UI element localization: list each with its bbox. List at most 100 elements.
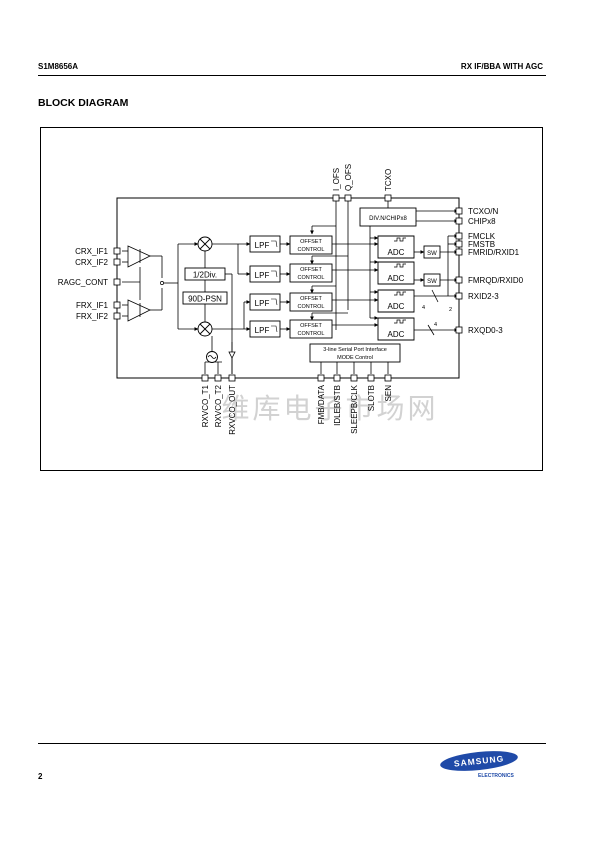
- bus-width-rxid: 4: [422, 305, 425, 311]
- label-tcxo: TCXO: [384, 169, 393, 191]
- lpf-label-3: LPF: [255, 299, 270, 308]
- lpf-label-4: LPF: [255, 326, 270, 335]
- divn-block: [359, 207, 417, 227]
- page-number: 2: [38, 772, 43, 781]
- label-q-ofs: Q_OFS: [344, 164, 353, 191]
- adc-block-3: ADC: [377, 289, 415, 313]
- adc-label-4: ADC: [388, 330, 405, 339]
- label-idleb-stb: IDLEB/STB: [333, 385, 342, 426]
- pin-q-ofs: [344, 194, 352, 202]
- offset-label-3b: CONTROL: [298, 304, 325, 310]
- bus-width-rxqd: 4: [434, 322, 437, 328]
- psn-label: 90D-PSN: [188, 295, 222, 304]
- header-rule: [38, 75, 546, 76]
- adc-block-2: ADC: [377, 261, 415, 285]
- label-fmstb: FMSTB: [468, 240, 495, 249]
- label-i-ofs: I_OFS: [332, 168, 341, 191]
- vco-icon: [206, 351, 218, 363]
- pin-frx-if1: [113, 301, 121, 309]
- label-crx-if1: CRX_IF1: [75, 247, 108, 256]
- offset-label-1b: CONTROL: [298, 247, 325, 253]
- bus-width-2: 2: [449, 307, 452, 313]
- spi-block: [309, 343, 401, 363]
- lpf-block-4: LPF: [249, 320, 281, 338]
- pin-rxvco-t1: [201, 374, 209, 382]
- label-rxvco-t2: RXVCO_T2: [214, 384, 223, 427]
- label-fmrqd-rxid0: FMRQD/RXID0: [468, 276, 524, 285]
- label-frx-if2: FRX_IF2: [76, 312, 109, 321]
- header-doc-title: RX IF/BBA WITH AGC: [460, 62, 543, 71]
- adc-label-2: ADC: [388, 274, 405, 283]
- offset-label-1a: OFFSET: [300, 239, 322, 245]
- samsung-logo: SAMSUNG ELECTRONICS: [439, 747, 550, 784]
- offset-label-2b: CONTROL: [298, 275, 325, 281]
- frx-input-buffer: [127, 299, 151, 322]
- pin-fmrqd: [455, 276, 463, 284]
- lpf-label-2: LPF: [255, 271, 270, 280]
- logo-text: SAMSUNG: [439, 747, 519, 775]
- sw-block-1: [423, 245, 441, 259]
- pin-crx-if1: [113, 247, 121, 255]
- header-part-number: S1M8656A: [38, 62, 79, 71]
- label-sen: SEN: [384, 385, 393, 402]
- pin-tcxo: [384, 194, 392, 202]
- mixer-q-icon: [197, 321, 213, 337]
- offset-control-block-3: OFFSET CONTROL: [289, 292, 333, 312]
- pin-rxvco-t2: [214, 374, 222, 382]
- offset-label-4b: CONTROL: [298, 331, 325, 337]
- pin-rxvco-out: [228, 374, 236, 382]
- label-fmclk: FMCLK: [468, 232, 496, 241]
- psn-block: [182, 291, 228, 305]
- label-slotb: SLOTB: [367, 385, 376, 411]
- label-rxqd0-3: RXQD0-3: [468, 326, 503, 335]
- label-sleepb-clk: SLEEPB/CLK: [350, 384, 359, 434]
- offset-label-4a: OFFSET: [300, 323, 322, 329]
- mixer-i-icon: [197, 236, 213, 252]
- pin-fmstb: [455, 240, 463, 248]
- section-title: BLOCK DIAGRAM: [38, 97, 129, 109]
- adc-label-1: ADC: [388, 248, 405, 257]
- label-crx-if2: CRX_IF2: [75, 258, 108, 267]
- sw-block-2: [423, 273, 441, 287]
- logo-subtext: ELECTRONICS: [478, 773, 514, 779]
- block-diagram-frame: [40, 127, 543, 471]
- pin-sleepb-clk: [350, 374, 358, 382]
- sw-label-2: SW: [427, 279, 437, 285]
- pin-idleb-stb: [333, 374, 341, 382]
- label-rxvco-t1: RXVCO_T1: [201, 384, 210, 427]
- footer-rule: [38, 743, 546, 744]
- pin-fmb-data: [317, 374, 325, 382]
- pin-crx-if2: [113, 258, 121, 266]
- pin-fmclk: [455, 232, 463, 240]
- crx-input-buffer: [127, 245, 151, 268]
- pin-slotb: [367, 374, 375, 382]
- spi-label-2: MODE Control: [337, 355, 373, 361]
- adc-label-3: ADC: [388, 302, 405, 311]
- offset-control-block-4: OFFSET CONTROL: [289, 319, 333, 339]
- spi-label-1: 3-line Serial Port Interface: [323, 347, 387, 353]
- chip-outline: [116, 197, 460, 379]
- label-rxid2-3: RXID2-3: [468, 292, 499, 301]
- adc-block-4: ADC: [377, 317, 415, 341]
- label-frx-if1: FRX_IF1: [76, 301, 109, 310]
- label-tcxo-n: TCXO/N: [468, 207, 498, 216]
- pin-rxqd0-3: [455, 326, 463, 334]
- label-ragc-cont: RAGC_CONT: [58, 278, 108, 287]
- offset-label-2a: OFFSET: [300, 267, 322, 273]
- half-divider-label: 1/2Div.: [193, 271, 217, 280]
- pin-fmrid: [455, 248, 463, 256]
- lpf-block-3: LPF: [249, 293, 281, 311]
- pin-chipx8: [455, 217, 463, 225]
- label-chipx8: CHIPx8: [468, 217, 496, 226]
- lpf-block-2: LPF: [249, 265, 281, 283]
- offset-control-block-1: OFFSET CONTROL: [289, 235, 333, 255]
- pin-rxid2-3: [455, 292, 463, 300]
- offset-label-3a: OFFSET: [300, 296, 322, 302]
- half-divider-block: [184, 267, 226, 281]
- pin-i-ofs: [332, 194, 340, 202]
- label-fmrid-rxid1: FMRID/RXID1: [468, 248, 520, 257]
- pin-tcxo-n: [455, 207, 463, 215]
- pin-ragc-cont: [113, 278, 121, 286]
- pin-frx-if2: [113, 312, 121, 320]
